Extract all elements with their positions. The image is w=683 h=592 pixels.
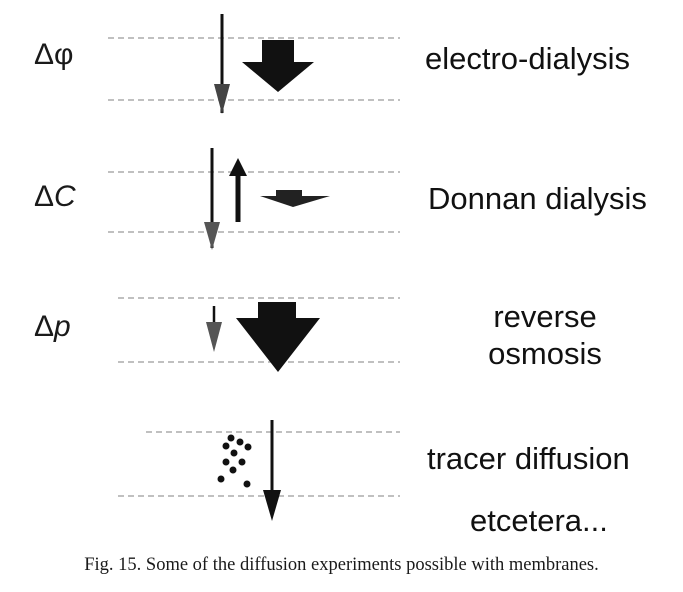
large-flux-arrow <box>242 40 314 92</box>
membrane-donnan <box>108 171 400 233</box>
small-species-arrowhead <box>214 84 230 114</box>
process-label-line: reverse <box>493 299 597 334</box>
driving-force-label-concentration: ΔC <box>34 180 76 214</box>
tracer-particle <box>222 442 230 450</box>
driving-force-symbol: p <box>54 310 71 343</box>
tracer-particle <box>244 443 252 451</box>
process-label-reverse-osmosis: reverse osmosis <box>470 298 620 372</box>
tracer-particle <box>222 458 230 466</box>
strong-flux-arrow <box>236 302 320 372</box>
tracer-particles <box>217 434 252 488</box>
tracer-particle <box>230 449 238 457</box>
figure-caption: Fig. 15. Some of the diffusion experimen… <box>84 555 599 575</box>
upward-flux-arrowhead <box>229 158 247 176</box>
process-label-tracer-diffusion: tracer diffusion <box>427 441 630 476</box>
delta-symbol: Δ <box>34 38 55 71</box>
membrane-reverse-osmosis <box>118 297 400 363</box>
driving-force-label-potential: Δφ <box>34 38 74 72</box>
delta-symbol: Δ <box>34 180 55 213</box>
tracer-particle <box>217 475 225 483</box>
tracer-flux-arrowhead <box>263 490 281 521</box>
tracer-particle <box>227 434 235 442</box>
process-label-donnan-dialysis: Donnan dialysis <box>428 181 647 216</box>
driving-force-label-pressure: Δp <box>34 310 71 344</box>
membrane-electro-dialysis <box>108 37 400 101</box>
membrane-tracer <box>118 431 400 497</box>
driving-force-symbol: φ <box>54 38 74 71</box>
tracer-particle <box>238 458 246 466</box>
tracer-particle <box>229 466 237 474</box>
tracer-particle <box>236 438 244 446</box>
tracer-particle <box>243 480 251 488</box>
weak-flux-arrowhead <box>206 322 222 352</box>
process-label-line: osmosis <box>488 336 602 372</box>
downward-flux-arrowhead <box>204 222 220 250</box>
etcetera-label: etcetera... <box>470 503 608 538</box>
delta-symbol: Δ <box>34 310 55 343</box>
process-label-electro-dialysis: electro-dialysis <box>425 41 631 76</box>
driving-force-symbol: C <box>54 180 76 213</box>
small-flux-arrow <box>260 190 330 207</box>
